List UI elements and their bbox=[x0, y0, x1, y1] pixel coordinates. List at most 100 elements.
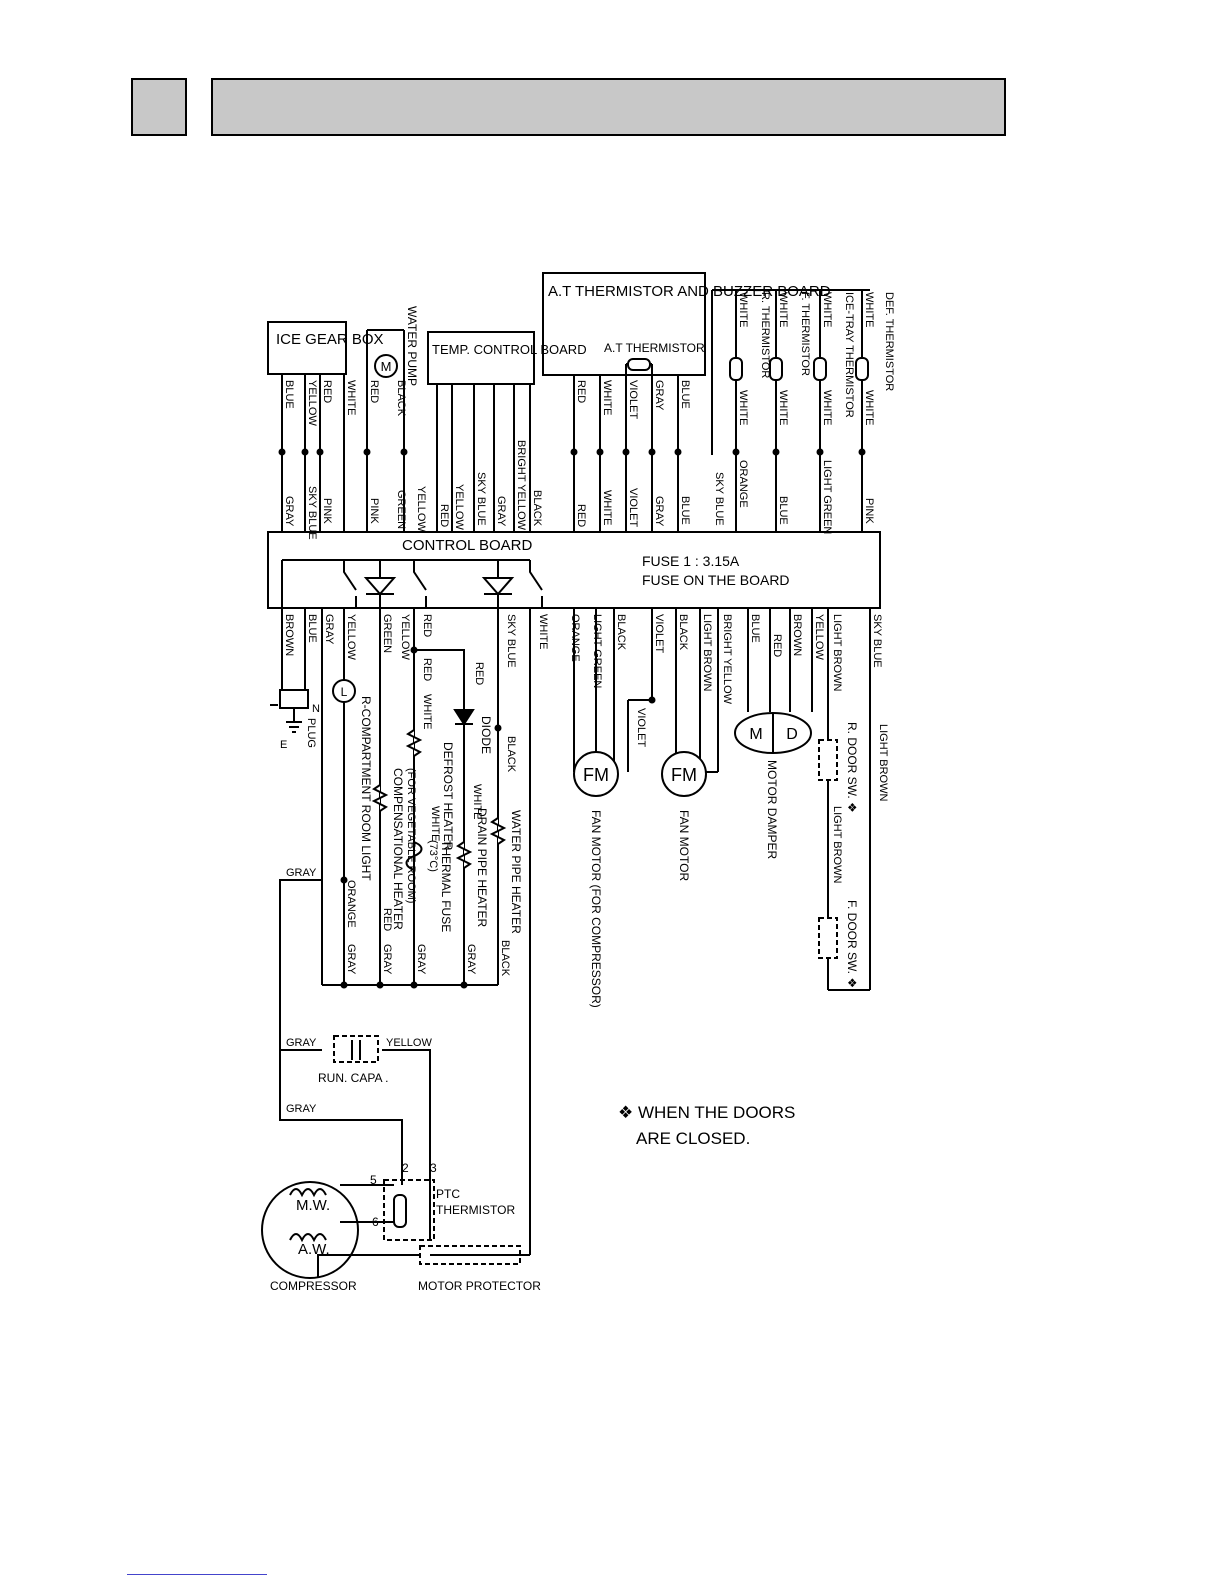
wire-label: RED bbox=[771, 634, 783, 657]
motor-protector-label: MOTOR PROTECTOR bbox=[418, 1279, 541, 1293]
wire-label: BLACK bbox=[615, 614, 627, 651]
ptc-label-1: PTC bbox=[436, 1187, 460, 1201]
r-door-switch-label: R. DOOR SW. ❖ bbox=[845, 722, 859, 813]
wire-label: GRAY bbox=[465, 944, 477, 975]
wire-label: WHITE bbox=[345, 380, 357, 415]
compressor-label: COMPRESSOR bbox=[270, 1279, 357, 1293]
def-thermistor-symbol bbox=[855, 357, 869, 381]
r-thermistor-symbol bbox=[729, 357, 743, 381]
wire-label: VIOLET bbox=[627, 380, 639, 419]
damper-m-label: M bbox=[749, 726, 762, 743]
section-title-bar bbox=[211, 78, 1006, 136]
wire-label: BRIGHT YELLOW bbox=[721, 614, 733, 705]
aw-label: A.W. bbox=[298, 1241, 330, 1258]
f-door-switch-label: F. DOOR SW. ❖ bbox=[845, 900, 859, 988]
wire-label: GRAY bbox=[495, 496, 507, 527]
damper-d-label: D bbox=[786, 726, 798, 743]
wire-label: GRAY bbox=[286, 867, 317, 879]
wire-label: RED bbox=[438, 504, 450, 527]
wire-label: WHITE bbox=[737, 390, 749, 425]
wire-label: BLACK bbox=[505, 736, 517, 773]
ice-tray-thermistor-label: ICE-TRAY THERMISTOR bbox=[843, 292, 855, 418]
plug-n-label: N bbox=[312, 703, 320, 715]
r-door-switch bbox=[818, 739, 838, 781]
wire-label: BLACK bbox=[677, 614, 689, 651]
diode-label: DIODE bbox=[479, 716, 493, 754]
wire-label: BROWN bbox=[283, 614, 295, 656]
wire-label: WHITE bbox=[537, 614, 549, 649]
wire-label: YELLOW bbox=[399, 614, 411, 660]
wire-label: BLACK bbox=[395, 380, 407, 417]
terminal-3: 3 bbox=[430, 1161, 437, 1175]
terminal-2: 2 bbox=[402, 1161, 409, 1175]
def-thermistor-label: DEF. THERMISTOR bbox=[883, 292, 895, 391]
wire-label: ORANGE bbox=[569, 614, 581, 662]
wire-label: WHITE bbox=[821, 292, 833, 327]
wire-label: SKY BLUE bbox=[475, 472, 487, 526]
water-pump-label: WATER PUMP bbox=[405, 306, 419, 386]
wire-label: YELLOW bbox=[453, 484, 465, 530]
wire-label: GRAY bbox=[286, 1103, 317, 1115]
at-thermistor-symbol bbox=[627, 358, 651, 371]
wire-label: SKY BLUE bbox=[871, 614, 883, 668]
wire-label: WHITE bbox=[471, 784, 483, 819]
wire-label: BLUE bbox=[749, 614, 761, 643]
thermal-fuse-label: THERMAL FUSE bbox=[439, 840, 453, 932]
terminal-6: 6 bbox=[372, 1215, 379, 1229]
wire-label: RED bbox=[421, 614, 433, 637]
ice-tray-thermistor-symbol bbox=[813, 357, 827, 381]
wire-label: LIGHT BROWN bbox=[701, 614, 713, 691]
wire-label: VIOLET bbox=[627, 488, 639, 527]
at-board-label: A.T THERMISTOR AND BUZZER BOARD bbox=[548, 283, 831, 300]
wire-label: RED bbox=[421, 658, 433, 681]
wire-label: LIGHT BROWN bbox=[831, 614, 843, 691]
fan-motor-comp-label: FAN MOTOR (FOR COMPRESSOR) bbox=[589, 810, 603, 1008]
terminal-5: 5 bbox=[370, 1173, 377, 1187]
at-thermistor-board-box bbox=[542, 272, 706, 376]
wire-label: VIOLET bbox=[653, 614, 665, 653]
fan-motor-compressor bbox=[573, 751, 619, 797]
wire-label: WHITE bbox=[601, 380, 613, 415]
room-light-label: R-COMPARTMENT ROOM LIGHT bbox=[359, 696, 373, 881]
wire-label: YELLOW bbox=[306, 380, 318, 426]
motor-damper-label: MOTOR DAMPER bbox=[765, 760, 779, 859]
drain-heater-symbol bbox=[455, 841, 473, 869]
wire-label: BLUE bbox=[679, 496, 691, 525]
plug-e-label: E bbox=[280, 739, 287, 751]
note-line-1: ❖ WHEN THE DOORS bbox=[618, 1103, 795, 1122]
ptc-label-2: THERMISTOR bbox=[436, 1203, 515, 1217]
temp-control-board-label: TEMP. CONTROL BOARD bbox=[432, 342, 587, 357]
wire-label: ORANGE bbox=[737, 460, 749, 508]
wire-label: BLUE bbox=[679, 380, 691, 409]
pump-m-label: M bbox=[381, 359, 392, 374]
f-thermistor-label: F. THERMISTOR bbox=[799, 292, 811, 376]
comp-heater-symbol bbox=[371, 784, 389, 812]
wire-label: LIGHT BROWN bbox=[831, 806, 843, 883]
wire-label: YELLOW bbox=[386, 1037, 432, 1049]
wire-label: PINK bbox=[863, 498, 875, 524]
wire-label: BLACK bbox=[499, 940, 511, 977]
thermal-fuse-symbol bbox=[405, 841, 423, 871]
wire-label: WHITE bbox=[601, 490, 613, 525]
wire-label: WHITE bbox=[777, 292, 789, 327]
wire-label: WHITE bbox=[421, 694, 433, 729]
thermistor-top-bus bbox=[711, 289, 870, 455]
wire-label: YELLOW bbox=[345, 614, 357, 660]
run-capacitor bbox=[333, 1035, 379, 1063]
temp-control-board-box bbox=[427, 331, 535, 385]
power-plug bbox=[270, 689, 309, 733]
wire-label: BLUE bbox=[777, 496, 789, 525]
wire-label: PINK bbox=[321, 498, 333, 524]
thermal-fuse-temp: (73°C) bbox=[427, 840, 439, 872]
wire-label: VIOLET bbox=[635, 708, 647, 747]
wire-label: LIGHT GREEN bbox=[821, 460, 833, 534]
ptc-thermistor-box bbox=[383, 1179, 435, 1241]
f-thermistor-symbol bbox=[769, 357, 783, 381]
drain-heater-label: DRAIN PIPE HEATER bbox=[475, 808, 489, 927]
ice-gear-box-label: ICE GEAR BOX bbox=[276, 331, 384, 348]
plug-label: PLUG bbox=[305, 718, 317, 748]
wire-label: SKY BLUE bbox=[713, 472, 725, 526]
lamp-symbol-label: L bbox=[341, 685, 348, 699]
wire-label: GRAY bbox=[345, 944, 357, 975]
wire-label: BLUE bbox=[283, 380, 295, 409]
